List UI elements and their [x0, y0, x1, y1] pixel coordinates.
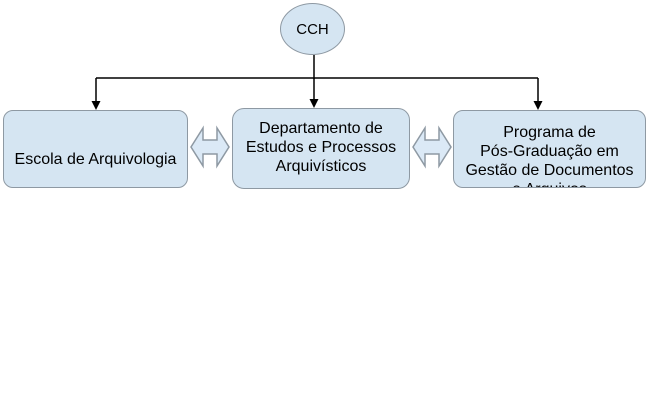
node-escola-de-arquivologia: Escola de Arquivologia — [3, 110, 188, 188]
node-cch-label: CCH — [296, 20, 329, 38]
node-departamento-label: Departamento de Estudos e Processos Arqu… — [245, 120, 397, 175]
node-programa-pos-graduacao-gestao-documentos: Programa de Pós-Graduação em Gestão de D… — [453, 110, 646, 188]
double-arrow-right-icon — [412, 125, 452, 169]
node-cch: CCH — [280, 3, 345, 55]
arrowhead-left-icon — [91, 101, 101, 110]
double-arrow-left-icon — [190, 125, 230, 169]
node-programa-clipped-line: e Arquivos — [454, 180, 645, 187]
node-escola-label: Escola de Arquivologia — [14, 151, 177, 168]
node-departamento-estudos-processos-arquivisticos: Departamento de Estudos e Processos Arqu… — [232, 108, 410, 189]
node-programa-label: Programa de Pós-Graduação em Gestão de D… — [454, 111, 645, 187]
arrowhead-right-icon — [533, 101, 543, 110]
arrowhead-middle-icon — [309, 99, 319, 108]
